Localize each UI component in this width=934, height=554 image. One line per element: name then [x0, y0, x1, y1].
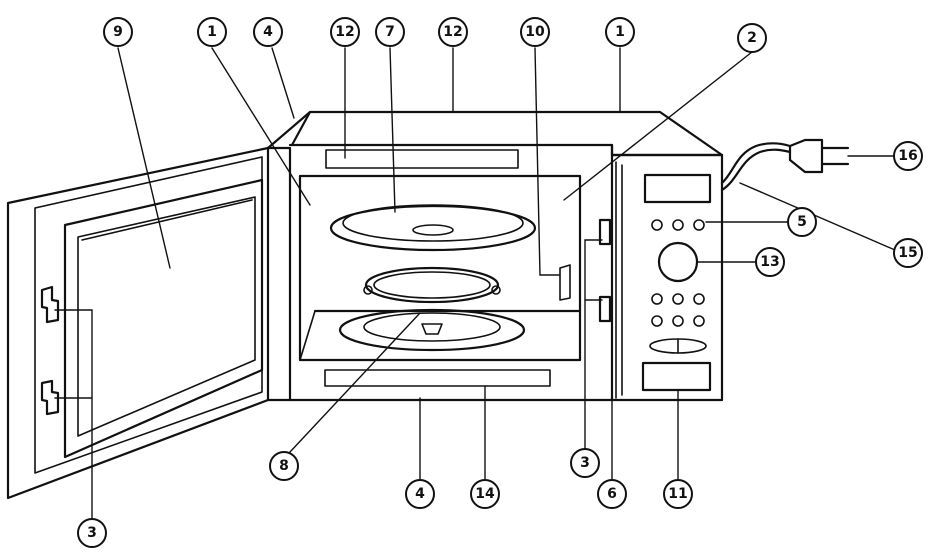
svg-text:16: 16 — [898, 148, 917, 164]
svg-text:2: 2 — [747, 30, 757, 46]
callout-6: 6 — [597, 479, 627, 509]
door-window — [81, 199, 253, 241]
waveguide-cover-top — [325, 149, 519, 169]
svg-text:5: 5 — [797, 214, 807, 230]
glass-tray — [338, 308, 526, 352]
power-plug — [788, 138, 850, 174]
upper-turntable — [329, 204, 537, 252]
svg-text:1: 1 — [207, 24, 217, 40]
callout-11: 11 — [663, 479, 693, 509]
svg-text:12: 12 — [443, 24, 462, 40]
svg-text:3: 3 — [87, 525, 97, 541]
svg-text:10: 10 — [525, 24, 545, 40]
callout-5: 5 — [787, 207, 817, 237]
interlock-slot-lower — [598, 295, 612, 323]
svg-text:1: 1 — [615, 24, 625, 40]
door-latch-upper — [40, 285, 60, 324]
function-buttons — [651, 219, 705, 231]
callout-13: 13 — [755, 247, 785, 277]
svg-text:8: 8 — [279, 458, 289, 474]
leader-lines — [54, 47, 896, 519]
svg-text:13: 13 — [760, 254, 779, 270]
control-knob — [657, 241, 699, 283]
svg-text:12: 12 — [335, 24, 354, 40]
callout-9: 9 — [103, 17, 133, 47]
callout-12-right: 12 — [438, 17, 468, 47]
display-window — [643, 173, 712, 204]
svg-text:4: 4 — [415, 486, 425, 502]
waveguide-cover-side — [559, 264, 571, 301]
svg-text:7: 7 — [385, 24, 395, 40]
callout-7: 7 — [375, 17, 405, 47]
callout-1-right: 1 — [605, 17, 635, 47]
callout-4-top: 4 — [253, 17, 283, 47]
oven-cabinet — [266, 110, 724, 402]
callout-15: 15 — [893, 238, 923, 268]
door-latch-lower — [40, 379, 60, 416]
interlock-slot-upper — [598, 218, 612, 246]
svg-text:15: 15 — [898, 245, 917, 261]
bottom-vent-strip — [324, 369, 551, 387]
callout-14: 14 — [470, 479, 500, 509]
svg-text:4: 4 — [263, 24, 273, 40]
callout-3-right: 3 — [570, 448, 600, 478]
svg-text:9: 9 — [113, 24, 123, 40]
start-button — [649, 338, 707, 354]
callout-10: 10 — [520, 17, 550, 47]
svg-text:14: 14 — [475, 486, 495, 502]
callout-2: 2 — [737, 23, 767, 53]
roller-ring — [363, 266, 501, 304]
oven-cavity — [298, 149, 582, 387]
callout-12-left: 12 — [330, 17, 360, 47]
callout-1-left: 1 — [197, 17, 227, 47]
svg-text:3: 3 — [580, 455, 590, 471]
callout-3-left: 3 — [77, 518, 107, 548]
callout-16: 16 — [893, 141, 923, 171]
svg-text:6: 6 — [607, 486, 617, 502]
callout-8: 8 — [269, 451, 299, 481]
door-release-button — [641, 361, 712, 392]
power-cord — [720, 142, 792, 192]
door — [6, 146, 292, 500]
number-buttons — [651, 293, 705, 327]
svg-text:11: 11 — [668, 486, 687, 502]
callout-4-bottom: 4 — [405, 479, 435, 509]
